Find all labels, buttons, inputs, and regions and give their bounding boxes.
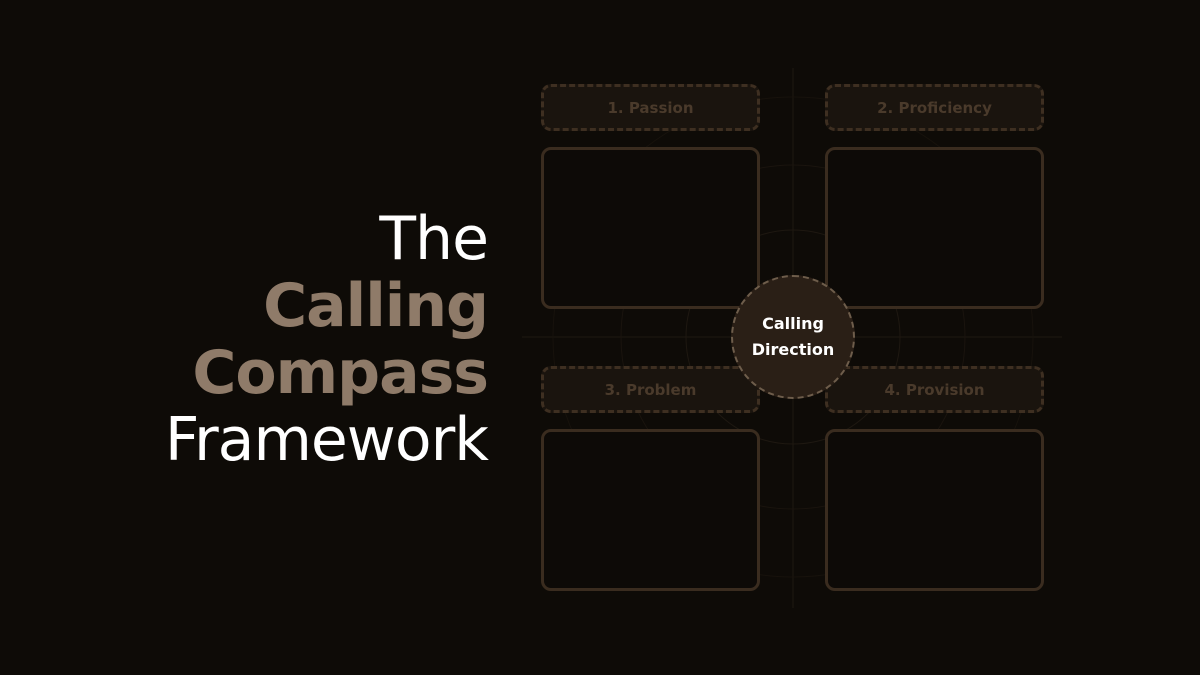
calling-direction-hub: Calling Direction [731,275,855,399]
page-title: The Calling Compass Framework [164,204,489,475]
title-line-1: The [379,204,489,274]
quadrant-label-passion: 1. Passion [541,84,760,131]
hub-line-1: Calling [762,314,824,333]
quadrant-box-provision [825,429,1044,591]
title-line-2: Calling [263,271,489,341]
title-line-3: Compass [192,338,489,408]
quadrant-label-problem: 3. Problem [541,366,760,413]
quadrant-box-proficiency [825,147,1044,309]
quadrant-label-proficiency: 2. Proficiency [825,84,1044,131]
hub-line-2: Direction [751,340,835,359]
quadrant-box-passion [541,147,760,309]
quadrant-box-problem [541,429,760,591]
title-line-4: Framework [164,405,489,475]
quadrant-label-provision: 4. Provision [825,366,1044,413]
